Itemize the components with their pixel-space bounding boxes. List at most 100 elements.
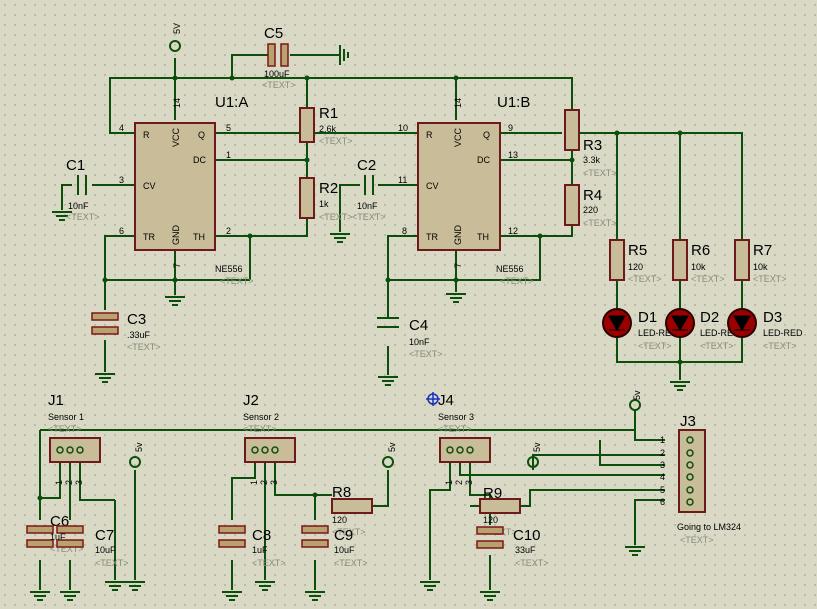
component-ref: R9	[483, 485, 502, 502]
resistor-r8[interactable]: R8 120 <TEXT>	[331, 484, 373, 537]
component-placeholder: <TEXT>	[691, 274, 725, 284]
component-value: LED-RED	[638, 328, 678, 338]
led-d2[interactable]: D2 LED-RED <TEXT>	[665, 308, 740, 351]
connector-j3[interactable]: J3 Going to LM324 <TEXT> 1 2 3 4 5 6	[660, 413, 741, 545]
pin-number: 6	[119, 226, 124, 236]
vcc-terminal[interactable]	[169, 40, 181, 52]
component-ref: J3	[680, 413, 696, 430]
component-ref: C2	[357, 157, 376, 174]
component-placeholder: <TEXT>	[753, 274, 787, 284]
component-placeholder: <TEXT>	[95, 558, 129, 568]
component-placeholder: <TEXT>	[763, 341, 797, 351]
component-value: 120	[483, 515, 498, 525]
capacitor-c7[interactable]: C7 10uF <TEXT>	[56, 525, 129, 568]
component-value: 10uF	[95, 545, 116, 555]
resistor-r6[interactable]: R6 10k <TEXT>	[672, 239, 725, 284]
component-ref: J4	[438, 392, 454, 409]
ground-icon	[105, 581, 125, 591]
connector-j1[interactable]: J1 Sensor 1 <TEXT> 1 2 3	[48, 392, 101, 485]
component-value: .33uF	[127, 330, 151, 340]
component-value: 120	[628, 262, 643, 272]
capacitor-c10[interactable]: C10 33uF <TEXT>	[476, 526, 549, 568]
component-ref: C10	[513, 527, 541, 544]
ground-icon	[60, 591, 80, 601]
pin-label: VCC	[453, 127, 463, 147]
pin-label: TH	[477, 232, 489, 242]
component-value: LED-RED	[763, 328, 803, 338]
chip-ref: U1:A	[215, 94, 248, 111]
wires	[39, 54, 743, 590]
led-d3[interactable]: D3 LED-RED <TEXT>	[727, 308, 803, 351]
component-ref: R6	[691, 242, 710, 259]
connector-j2[interactable]: J2 Sensor 2 <TEXT> 1 2 3	[243, 392, 296, 485]
junctions	[37, 75, 683, 501]
sensor-vcc-j1[interactable]	[129, 456, 141, 468]
resistor-r2[interactable]: R2 1k <TEXT>	[299, 177, 353, 222]
capacitor-c4[interactable]: C4 10nF <TEXT>	[377, 317, 443, 359]
sensor-vcc-j2[interactable]	[382, 456, 394, 468]
component-placeholder: <TEXT>	[252, 558, 286, 568]
component-placeholder: <TEXT>	[50, 544, 84, 554]
pin-label: GND	[453, 225, 463, 246]
resistor-r1[interactable]: R1 2.6k <TEXT>	[299, 105, 353, 146]
resistor-r5[interactable]: R5 120 <TEXT>	[609, 239, 662, 284]
pin-number: 7	[172, 263, 182, 268]
component-ref: D2	[700, 309, 719, 326]
component-placeholder: <TEXT>	[243, 424, 277, 434]
capacitor-c8[interactable]: C8 1uF <TEXT>	[218, 525, 286, 568]
pin-number: 3	[119, 175, 124, 185]
capacitor-c1[interactable]: C1 10nF <TEXT>	[66, 157, 100, 222]
pin-number: 1	[660, 435, 665, 445]
ground-icon	[378, 376, 398, 386]
capacitor-c3[interactable]: C3 .33uF <TEXT>	[91, 311, 161, 352]
ground-icon	[446, 293, 466, 303]
component-ref: R2	[319, 180, 338, 197]
component-ref: D1	[638, 309, 657, 326]
pin-number: 1	[444, 480, 454, 485]
component-placeholder: <TEXT>	[680, 535, 714, 545]
capacitor-c9[interactable]: C9 10uF <TEXT>	[301, 525, 368, 568]
ground-icon	[222, 591, 242, 601]
sensor-vcc-label-j3: 5v	[632, 390, 642, 400]
chip-ref: U1:B	[497, 94, 530, 111]
component-placeholder: <TEXT>	[334, 558, 368, 568]
crosshair-icon	[426, 392, 440, 406]
component-value: 100uF	[264, 69, 290, 79]
pin-number: 3	[269, 480, 279, 485]
component-ref: C5	[264, 25, 283, 42]
component-value: 10k	[753, 262, 768, 272]
capacitor-c5[interactable]: C5 100uF <TEXT>	[262, 25, 296, 90]
component-placeholder: <TEXT>	[48, 424, 82, 434]
resistor-r4[interactable]: R4 220 <TEXT>	[564, 184, 617, 228]
chip-part: NE556	[496, 264, 524, 274]
connector-j4[interactable]: J4 Sensor 3 <TEXT> 1 2 3	[426, 392, 491, 485]
component-value: 10nF	[68, 201, 89, 211]
component-value: Sensor 1	[48, 412, 84, 422]
pin-number: 10	[398, 123, 408, 133]
pin-number: 2	[64, 480, 74, 485]
sensor-vcc-label-j2: 5v	[387, 442, 397, 452]
component-placeholder: <TEXT>	[319, 136, 353, 146]
component-value: LED-RED	[700, 328, 740, 338]
pin-label: VCC	[171, 127, 181, 147]
resistor-r3[interactable]: R3 3.3k <TEXT>	[564, 109, 617, 178]
sensor-vcc-j3[interactable]	[629, 399, 641, 411]
led-d1[interactable]: D1 LED-RED <TEXT>	[602, 308, 678, 351]
pin-label: DC	[477, 155, 490, 165]
chip-u1b[interactable]: U1:B NE556 <TEXT> R CV TR Q DC TH VCC GN…	[398, 94, 534, 286]
pin-number: 1	[54, 480, 64, 485]
resistor-r7[interactable]: R7 10k <TEXT>	[734, 239, 787, 284]
component-value: 1k	[319, 199, 329, 209]
ground-icon	[420, 581, 440, 591]
component-placeholder: <TEXT>	[583, 218, 617, 228]
component-value: 1uF	[50, 532, 66, 542]
component-placeholder: <TEXT>	[319, 212, 353, 222]
chip-u1a[interactable]: U1:A NE556 <TEXT> R CV TR Q DC TH VCC GN…	[119, 94, 254, 286]
sensor-vcc-j4[interactable]	[527, 456, 539, 468]
capacitor-c2[interactable]: C2 10nF <TEXT>	[352, 157, 386, 222]
pin-number: 1	[226, 150, 231, 160]
pin-label: CV	[426, 181, 439, 191]
component-ref: R3	[583, 137, 602, 154]
